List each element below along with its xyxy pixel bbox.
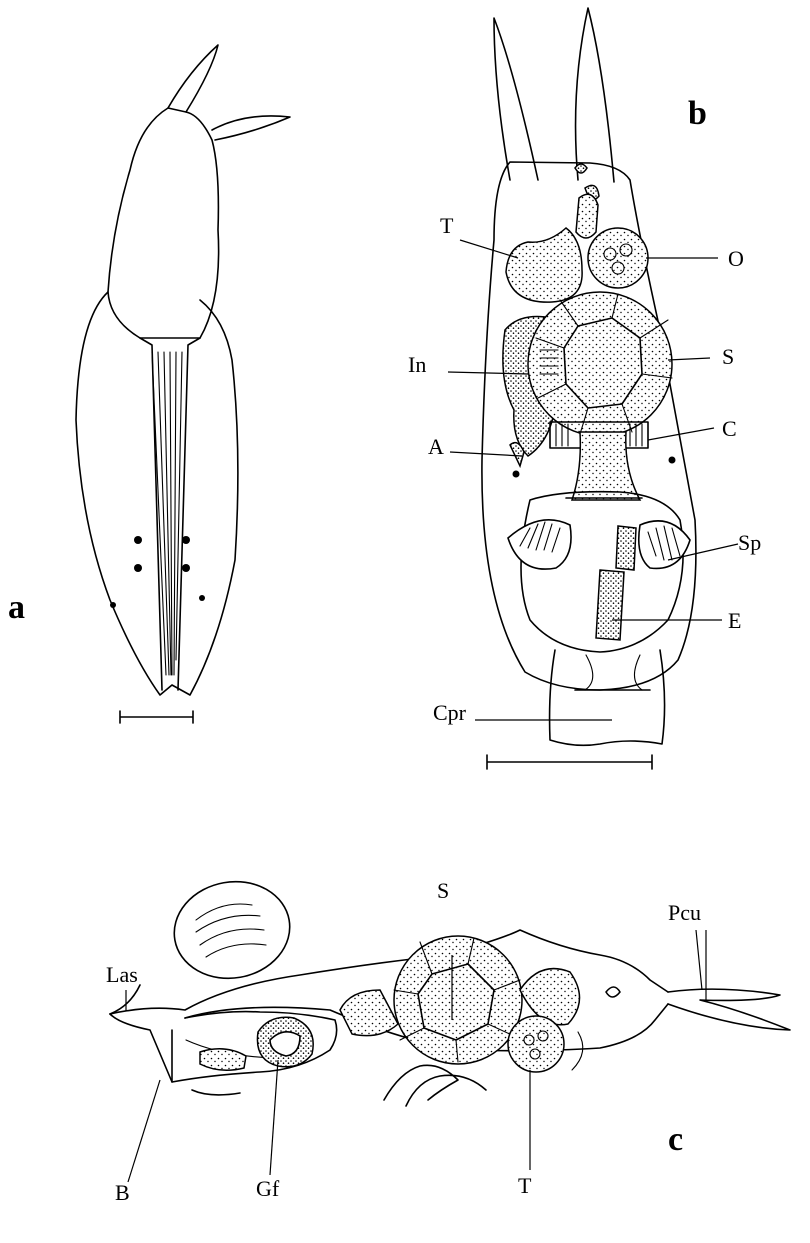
label-c-S: S <box>437 878 449 903</box>
label-b-In: In <box>408 352 426 377</box>
label-c-Gf: Gf <box>256 1176 280 1201</box>
label-c-T: T <box>518 1173 532 1198</box>
label-b-S: S <box>722 344 734 369</box>
label-b-A: A <box>428 434 444 459</box>
label-c-B: B <box>115 1180 130 1205</box>
label-c-Pcu: Pcu <box>668 900 701 925</box>
label-b-T: T <box>440 213 454 238</box>
panel-b-drawing <box>482 8 696 769</box>
label-b-O: O <box>728 246 744 271</box>
label-b-Sp: Sp <box>738 530 761 555</box>
panel-c-letter: c <box>668 1121 683 1158</box>
label-b-E: E <box>728 608 741 633</box>
panel-b-letter: b <box>688 95 707 132</box>
panel-a-drawing <box>76 45 290 723</box>
label-b-Cpr: Cpr <box>433 700 467 725</box>
panel-a-letter: a <box>8 589 25 626</box>
label-c-Las: Las <box>106 962 138 987</box>
label-b-C: C <box>722 416 737 441</box>
